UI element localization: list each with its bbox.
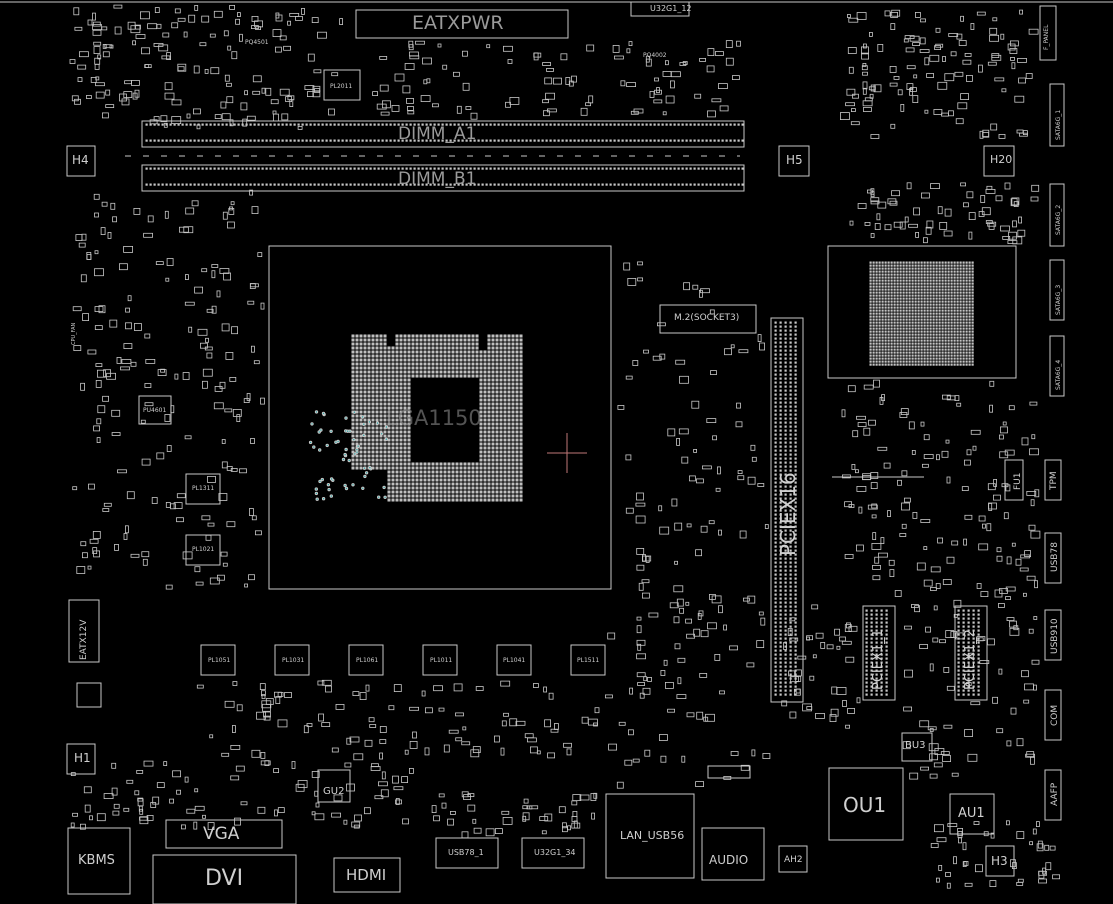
right-header-2 — [1049, 259, 1065, 321]
u32g1-12-connector — [630, 1, 690, 17]
smd-topright — [840, 9, 1039, 139]
pciex1-1-pins — [865, 609, 888, 696]
smd-vrm-row — [196, 679, 600, 761]
right-header-7 — [1044, 532, 1062, 584]
pciex1-2-slot — [954, 605, 988, 701]
hdmi-connector — [333, 857, 401, 893]
vrm-choke-4 — [496, 644, 532, 676]
dimm-b1-pins — [145, 167, 744, 186]
right-header-5 — [1004, 459, 1024, 501]
right-header-8 — [1044, 609, 1062, 661]
smd-bottom-mid — [605, 592, 771, 789]
dvi-connector — [152, 854, 297, 904]
smd-pch-top — [849, 182, 1040, 245]
smd-center-right — [617, 261, 769, 593]
vrm-choke-0 — [200, 644, 236, 676]
pciex1-1-slot — [862, 605, 896, 701]
dimm-a1-slot — [141, 120, 745, 148]
cpu-socket-pads — [351, 334, 523, 502]
vrm-choke-1 — [274, 644, 310, 676]
gu2-chip — [317, 769, 351, 803]
h3-hole — [985, 845, 1015, 877]
choke-pl1311 — [185, 473, 221, 505]
smd-corner — [930, 820, 1060, 889]
smd-topleft — [69, 4, 344, 130]
right-header-4 — [1039, 5, 1057, 61]
h4-hole — [66, 145, 96, 177]
pciex16-pins — [774, 321, 797, 696]
smd-bottom-left — [70, 760, 414, 830]
right-header-6 — [1044, 459, 1062, 501]
h1-hole — [66, 743, 96, 775]
dimm-a1-pins — [145, 123, 744, 142]
vrm-choke-2 — [348, 644, 384, 676]
eatxpwr-connector — [355, 9, 569, 39]
cpu-vias — [308, 410, 389, 501]
smd-bottom-right — [902, 579, 1040, 780]
h20-hole — [983, 145, 1015, 177]
vrm-choke-3 — [422, 644, 458, 676]
vrm-choke-5 — [570, 644, 606, 676]
eatx12v-aux — [76, 682, 102, 708]
pu4601-ic — [138, 395, 172, 425]
smd-bottom-center — [431, 791, 598, 839]
smd-leftside — [72, 189, 265, 590]
choke-pl1021 — [185, 534, 221, 566]
ah2-chip — [778, 845, 808, 873]
usb78-1-connector — [435, 837, 499, 869]
m2-socket — [659, 304, 757, 334]
dimm-b1-slot — [141, 164, 745, 192]
smd-pch-bottom — [841, 379, 1041, 597]
right-header-9 — [1044, 689, 1062, 741]
right-header-10 — [1044, 769, 1062, 821]
choke-pl2011 — [323, 69, 361, 101]
right-header-0 — [1049, 83, 1065, 147]
right-header-1 — [1049, 183, 1065, 247]
pch-balls — [869, 261, 974, 366]
smd-pcie-left — [781, 604, 861, 729]
u32g1-34-connector — [521, 837, 585, 869]
bu3-chip — [901, 732, 933, 762]
smd-topcenter — [372, 40, 741, 120]
vga-connector — [165, 819, 283, 849]
au1-chip — [949, 793, 995, 835]
h5-hole — [778, 145, 810, 177]
audio-connector — [701, 827, 765, 881]
eatx12v-connector — [68, 599, 100, 663]
right-header-3 — [1049, 335, 1065, 397]
ou1-chip — [828, 767, 904, 841]
lan-usb56-connector — [605, 793, 695, 879]
cpu-socket-outline — [268, 245, 612, 590]
front-header-strip — [707, 765, 751, 779]
pch-outline — [827, 245, 1017, 379]
kbms-connector — [67, 827, 131, 895]
